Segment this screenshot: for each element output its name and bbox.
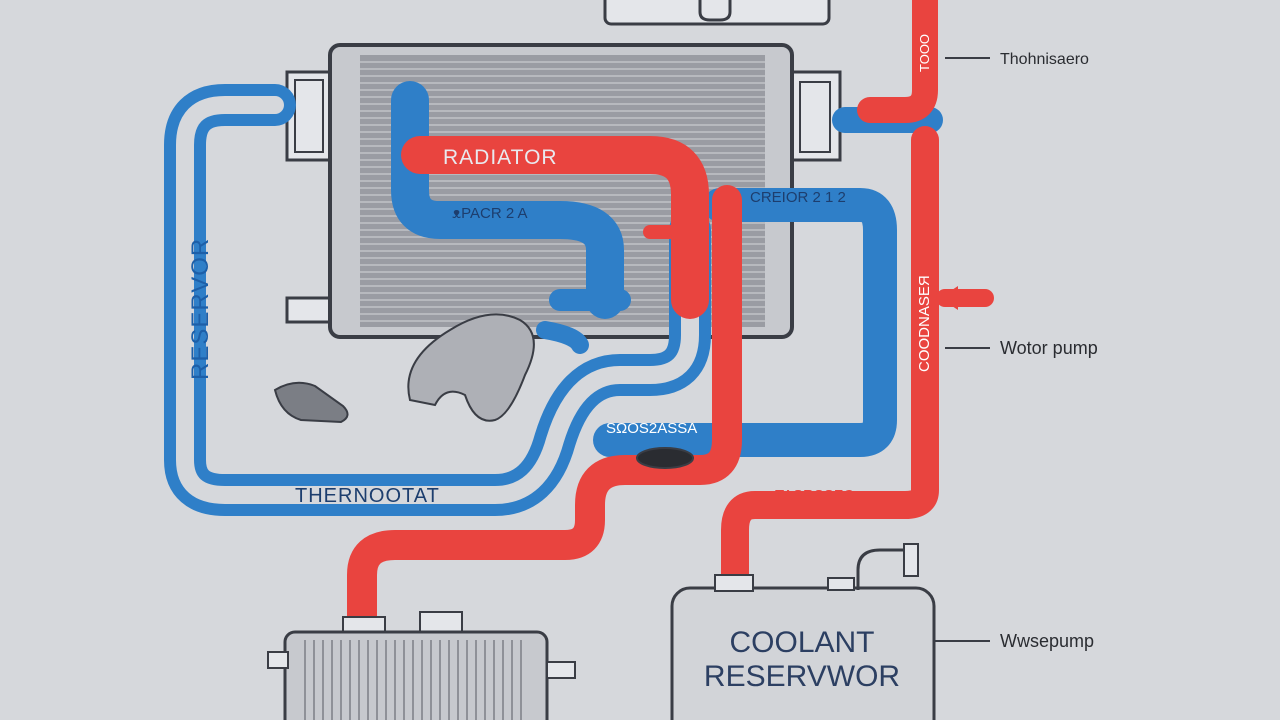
right-red-vertical-label: COODNASEЯ xyxy=(916,275,933,372)
cold-hoses xyxy=(164,81,943,516)
engine-block xyxy=(267,611,576,720)
side-label-bottom: Wwsepump xyxy=(1000,631,1094,651)
coolant-tank-label-line2: RESERVWOR xyxy=(704,660,900,693)
radiator-sub-label: ᴥPACR 2 A xyxy=(452,205,528,222)
lower-red-label: TASRƧƧFO xyxy=(775,487,855,504)
inlet-arrow xyxy=(405,141,427,169)
sensor-part xyxy=(273,381,349,424)
top-cap-box xyxy=(603,0,831,26)
side-label-top: Thohnisaero xyxy=(1000,51,1089,68)
side-label-middle: Wotor pump xyxy=(1000,338,1098,358)
hot-hoses xyxy=(347,0,994,645)
right-red-vertical-top-label: TOOO xyxy=(917,34,932,72)
reservoir-vertical-label: RESERVOR xyxy=(187,238,214,380)
thermostat-label: THERNOOTAT xyxy=(295,485,440,507)
top-cap-clip xyxy=(698,0,732,22)
coolant-reservoir-tank xyxy=(670,543,936,720)
hose-clamp xyxy=(636,447,694,469)
mid-hose-label: SΩOS2ASSA xyxy=(606,420,697,437)
radiator-label: RADIATOR xyxy=(443,146,558,169)
top-callout-label: CREIOR 2 1 2 xyxy=(750,189,846,206)
coolant-tank-label-line1: COOLANT xyxy=(729,626,874,659)
pump-arrow xyxy=(940,286,958,310)
thermostat-housing xyxy=(407,313,535,422)
